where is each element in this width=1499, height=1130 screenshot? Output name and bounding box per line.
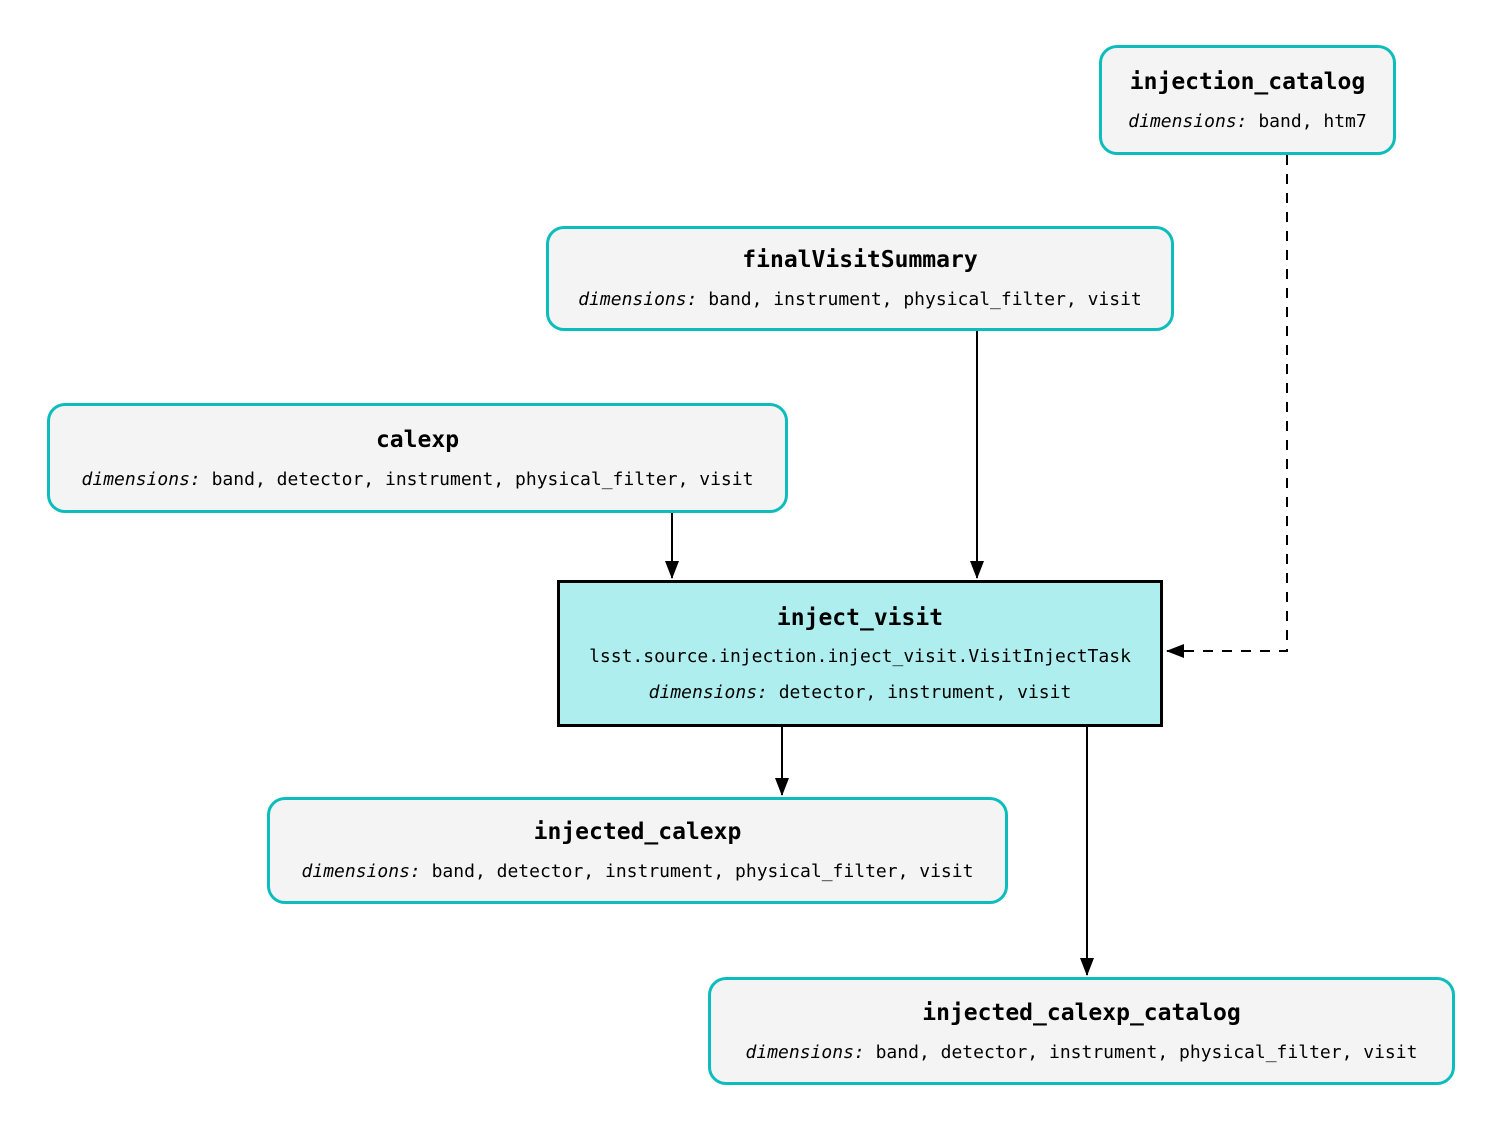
node-dimensions: dimensions: band, detector, instrument, … [82, 469, 754, 491]
task-class: lsst.source.injection.inject_visit.Visit… [589, 645, 1131, 667]
node-dimensions: dimensions: band, detector, instrument, … [746, 1042, 1418, 1064]
node-dimensions: dimensions: band, detector, instrument, … [302, 861, 974, 883]
node-dimensions: dimensions: band, htm7 [1128, 111, 1366, 133]
dimensions-label: dimensions: [301, 861, 421, 882]
node-injected-calexp-catalog: injected_calexp_catalog dimensions: band… [708, 977, 1455, 1085]
node-title: finalVisitSummary [742, 247, 978, 273]
edge-injection-catalog-to-inject-visit [1166, 155, 1288, 658]
node-finalvisitsummary: finalVisitSummary dimensions: band, inst… [546, 226, 1174, 331]
dimensions-value: band, detector, instrument, physical_fil… [875, 1041, 1418, 1063]
node-title: calexp [375, 426, 460, 453]
dimensions-value: detector, instrument, visit [778, 681, 1072, 703]
dimensions-label: dimensions: [745, 1041, 865, 1063]
node-calexp: calexp dimensions: band, detector, instr… [47, 403, 788, 513]
node-title: injection_catalog [1129, 68, 1366, 95]
dimensions-label: dimensions: [578, 289, 698, 310]
node-inject-visit-task: inject_visit lsst.source.injection.injec… [557, 580, 1163, 727]
node-dimensions: dimensions: detector, instrument, visit [649, 682, 1072, 704]
node-title: injected_calexp_catalog [922, 999, 1241, 1026]
dimensions-value: band, detector, instrument, physical_fil… [211, 468, 754, 490]
node-injection-catalog: injection_catalog dimensions: band, htm7 [1099, 45, 1396, 155]
node-dimensions: dimensions: band, instrument, physical_f… [578, 289, 1142, 311]
dimensions-label: dimensions: [81, 468, 201, 490]
node-title: injected_calexp [533, 819, 742, 845]
dimensions-value: band, detector, instrument, physical_fil… [431, 861, 974, 882]
node-injected-calexp: injected_calexp dimensions: band, detect… [267, 797, 1008, 904]
dimensions-value: band, instrument, physical_filter, visit [708, 289, 1142, 310]
dimensions-label: dimensions: [648, 681, 768, 703]
node-title: inject_visit [776, 604, 944, 631]
dimensions-label: dimensions: [1128, 110, 1248, 132]
dimensions-value: band, htm7 [1258, 110, 1367, 132]
